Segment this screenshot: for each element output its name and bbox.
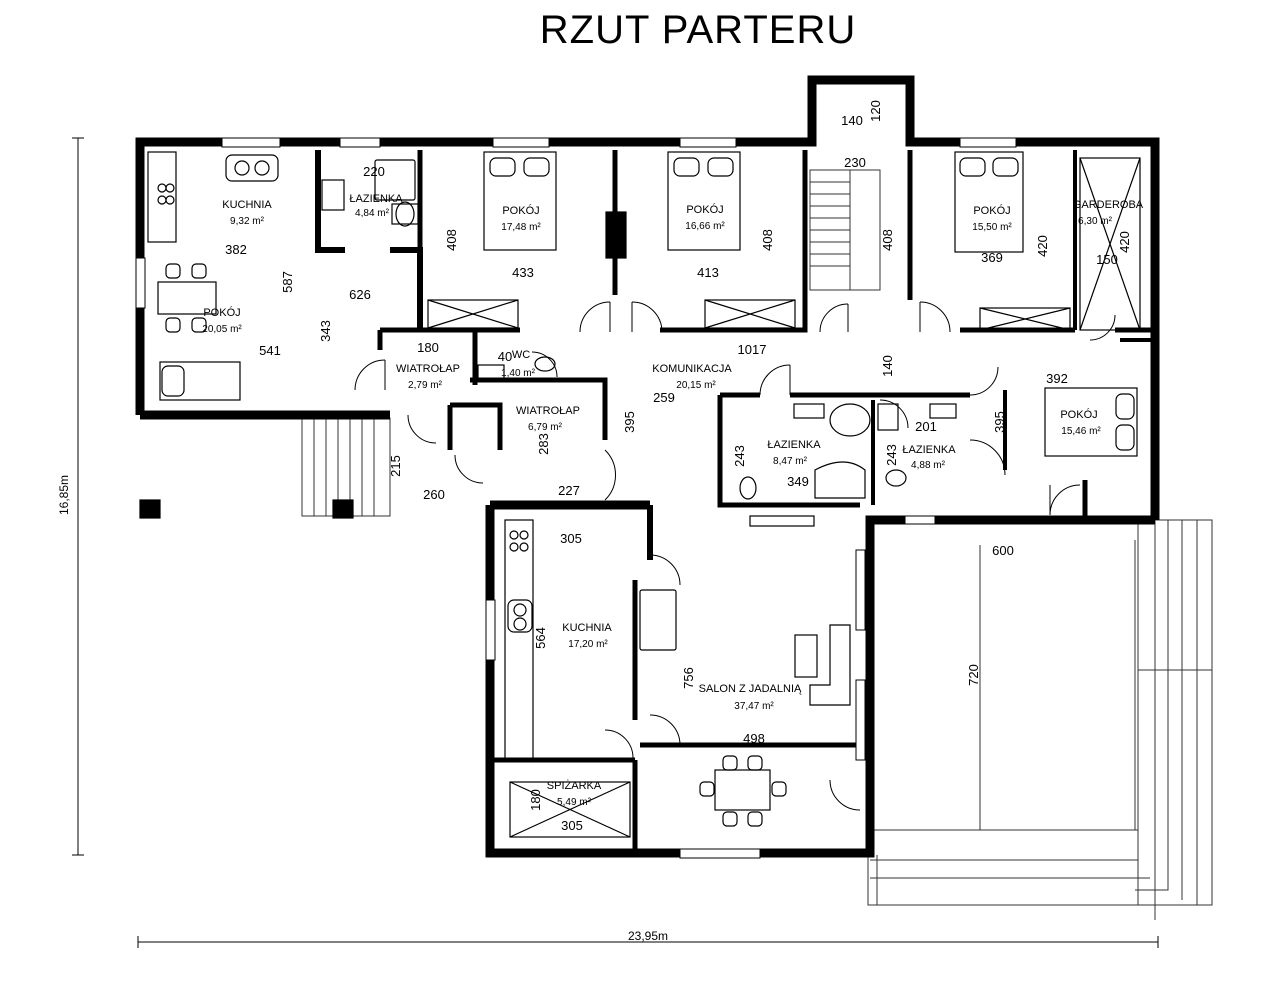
room-name: GARDEROBA [1073, 199, 1144, 211]
dim-label: 587 [280, 271, 295, 293]
dim-label: 408 [444, 229, 459, 251]
dim-label: 343 [318, 320, 333, 342]
plan-title: RZUT PARTERU [539, 8, 857, 52]
overall-width-label: 23,95m [628, 929, 668, 943]
dim-label: 564 [533, 627, 548, 649]
dim-label: 349 [787, 474, 809, 489]
dim-label: 600 [992, 543, 1014, 558]
dim-label: 420 [1117, 231, 1132, 253]
dim-label: 259 [653, 390, 675, 405]
dim-label: 541 [259, 343, 281, 358]
overall-height-label: 16,85m [57, 475, 71, 515]
dim-label: 180 [528, 789, 543, 811]
dim-label: 243 [884, 444, 899, 466]
dim-label: 1017 [738, 342, 767, 357]
walls [135, 75, 1160, 858]
room-name: WIATROŁAP [396, 363, 460, 375]
dim-label: 498 [743, 731, 765, 746]
windows [135, 137, 1017, 859]
room-name: KOMUNIKACJA [652, 363, 732, 375]
dim-label: 433 [512, 265, 534, 280]
dim-label: 220 [363, 164, 385, 179]
room-area: 6,30 m² [1078, 216, 1113, 227]
room-name: POKÓJ [686, 203, 723, 216]
dim-label: 756 [681, 667, 696, 689]
dim-label: 382 [225, 242, 247, 257]
dim-label: 180 [417, 340, 439, 355]
room-name: ŁAZIENKA [902, 444, 956, 456]
dim-label: 305 [560, 531, 582, 546]
room-area: 8,47 m² [773, 456, 808, 467]
room-name: ŁAZIENKA [349, 193, 403, 205]
room-area: 4,84 m² [355, 208, 390, 219]
dim-label: 201 [915, 419, 937, 434]
dim-label: 369 [981, 250, 1003, 265]
room-name: KUCHNIA [562, 622, 612, 634]
dim-label: 420 [1035, 235, 1050, 257]
room-name: KUCHNIA [222, 199, 272, 211]
room-name: POKÓJ [502, 204, 539, 217]
room-area: 37,47 m² [734, 701, 774, 712]
overall-dimension-lines [72, 137, 1159, 948]
room-area: 5,49 m² [557, 797, 592, 808]
dim-label: 413 [697, 265, 719, 280]
dim-label: 408 [880, 229, 895, 251]
dim-label: 243 [732, 445, 747, 467]
dim-label: 395 [622, 411, 637, 433]
room-name: ŁAZIENKA [767, 439, 821, 451]
dim-label: 626 [349, 287, 371, 302]
furniture [139, 151, 1141, 838]
dim-label: 230 [844, 155, 866, 170]
room-name: POKÓJ [973, 204, 1010, 217]
dim-label: 720 [966, 664, 981, 686]
terrace [867, 519, 1213, 920]
room-name: SPIŻARKA [547, 779, 602, 792]
room-name: WC [512, 349, 530, 361]
room-area: 2,79 m² [408, 380, 443, 391]
room-area: 4,88 m² [911, 460, 946, 471]
dim-label: 227 [558, 483, 580, 498]
room-labels: KUCHNIA 9,32 m² ŁAZIENKA 4,84 m² POKÓJ 1… [202, 193, 1144, 808]
room-area: 1,40 m² [501, 368, 536, 379]
dim-label: 215 [388, 455, 403, 477]
dim-label: 40 [498, 349, 512, 364]
room-area: 17,20 m² [568, 639, 608, 650]
room-name: WIATROŁAP [516, 405, 580, 417]
dim-label: 283 [536, 433, 551, 455]
dim-label: 140 [841, 113, 863, 128]
interior-staircase [809, 169, 881, 291]
room-area: 6,79 m² [528, 422, 563, 433]
room-area: 17,48 m² [501, 222, 541, 233]
dim-label: 408 [760, 229, 775, 251]
door-swings [354, 301, 1116, 811]
room-name: SALON Z JADALNIĄ [699, 683, 802, 695]
dim-label: 260 [423, 487, 445, 502]
room-area: 9,32 m² [230, 216, 265, 227]
room-area: 15,46 m² [1061, 426, 1101, 437]
dimension-labels: 140 120 220 230 382 587 626 343 541 408 … [225, 100, 1132, 833]
dim-label: 140 [880, 355, 895, 377]
room-name: POKÓJ [1060, 408, 1097, 421]
room-area: 15,50 m² [972, 222, 1012, 233]
dim-label: 305 [561, 818, 583, 833]
dim-label: 395 [992, 411, 1007, 433]
room-area: 20,05 m² [202, 324, 242, 335]
dim-label: 120 [868, 100, 883, 122]
room-area: 20,15 m² [676, 380, 716, 391]
room-name: POKÓJ [203, 306, 240, 319]
room-area: 16,66 m² [685, 221, 725, 232]
dim-label: 392 [1046, 371, 1068, 386]
dim-label: 150 [1096, 252, 1118, 267]
